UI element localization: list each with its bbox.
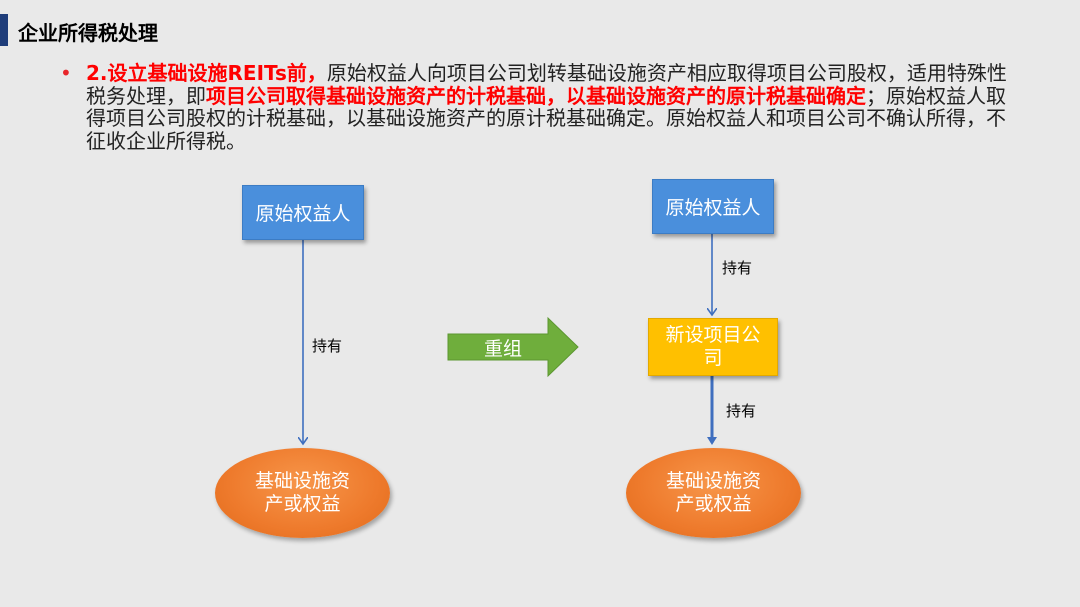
paragraph-lead: 2.设立基础设施REITs前， bbox=[86, 61, 327, 85]
left-holds-label: 持有 bbox=[312, 337, 343, 355]
page-title: 企业所得税处理 bbox=[18, 21, 158, 45]
left-asset-line1: 基础设施资 bbox=[254, 470, 350, 492]
right-original-owner-label: 原始权益人 bbox=[665, 197, 761, 219]
title-accent-bar bbox=[0, 14, 8, 46]
paragraph-text: 2.设立基础设施REITs前，原始权益人向项目公司划转基础设施资产相应取得项目公… bbox=[62, 62, 1022, 152]
right-asset-line2: 产或权益 bbox=[675, 493, 752, 515]
right-original-owner-box: 原始权益人 bbox=[652, 179, 774, 234]
new-project-company-line2: 司 bbox=[703, 347, 723, 369]
left-original-owner-box: 原始权益人 bbox=[242, 185, 364, 240]
right-holds-label-1: 持有 bbox=[722, 259, 753, 277]
new-project-company-line1: 新设项目公 bbox=[665, 324, 761, 346]
restructure-arrow-shape bbox=[447, 316, 579, 378]
paragraph-highlight: 项目公司取得基础设施资产的计税基础，以基础设施资产的原计税基础确定 bbox=[206, 83, 866, 108]
right-asset-line1: 基础设施资 bbox=[665, 470, 761, 492]
paragraph-part2: ；原始权益人取得项目公司股权的计税基础，以基础设施资产的原计税基础确定。原始权益… bbox=[86, 83, 1006, 153]
restructure-label: 重组 bbox=[483, 337, 522, 360]
left-asset-ellipse: 基础设施资 产或权益 bbox=[215, 448, 390, 538]
restructure-arrow: 重组 bbox=[448, 326, 558, 368]
paragraph-part1: 原始权益人向项目公司划转基础设施资产相应取得项目公司股权，适用特殊性税务处理，即 bbox=[86, 61, 1007, 108]
right-holds-label-2: 持有 bbox=[726, 402, 757, 420]
left-asset-line2: 产或权益 bbox=[264, 493, 341, 515]
description-paragraph: • 2.设立基础设施REITs前，原始权益人向项目公司划转基础设施资产相应取得项… bbox=[60, 61, 1022, 152]
new-project-company-box: 新设项目公 司 bbox=[648, 318, 778, 376]
left-original-owner-label: 原始权益人 bbox=[255, 203, 351, 225]
bullet-icon: • bbox=[60, 61, 72, 85]
right-asset-ellipse: 基础设施资 产或权益 bbox=[626, 448, 801, 538]
